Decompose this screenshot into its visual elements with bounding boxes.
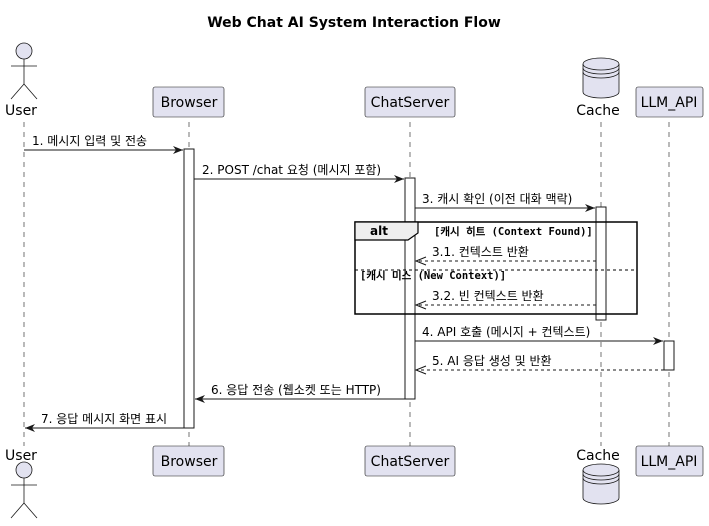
alt-condition-miss: [캐시 미스 (New Context)]: [360, 269, 506, 282]
participant-browser-label-bottom: Browser: [161, 454, 218, 470]
alt-fragment-box: [354, 221, 638, 315]
participant-chatserver-label: ChatServer: [371, 95, 450, 111]
user-actor-icon-bottom: [10, 461, 38, 519]
message-7-label: 7. 응답 메시지 화면 표시: [41, 412, 167, 426]
message-7-arrowhead: [25, 424, 35, 432]
message-3-2-label: 3.2. 빈 컨텍스트 반환: [432, 289, 544, 303]
user-actor-icon: [10, 42, 38, 100]
participant-cache-label-bottom: Cache: [576, 448, 620, 464]
message-6-label: 6. 응답 전송 (웹소켓 또는 HTTP): [211, 383, 381, 397]
participant-chatserver-box-bottom: [364, 445, 456, 477]
message-5-arrowhead: [414, 365, 427, 375]
activation-browser: [183, 148, 195, 429]
participant-chatserver-label-bottom: ChatServer: [371, 454, 450, 470]
diagram-title: Web Chat AI System Interaction Flow: [207, 15, 501, 31]
message-6-arrowhead: [195, 395, 205, 403]
alt-keyword: alt: [370, 224, 388, 238]
participant-browser-box-bottom: [152, 445, 225, 477]
alt-fragment-tab: [354, 221, 419, 241]
participant-user-label: User: [5, 103, 37, 119]
participant-browser-box: [152, 86, 225, 118]
alt-condition-hit: [캐시 히트 (Context Found)]: [434, 225, 593, 238]
message-2-label: 2. POST /chat 요청 (메시지 포함): [202, 163, 381, 177]
participant-llm-api-label-bottom: LLM_API: [641, 454, 698, 470]
participant-llm-api-label: LLM_API: [641, 95, 698, 111]
participant-llm-api-box: [635, 86, 704, 118]
participant-browser-label: Browser: [161, 95, 218, 111]
message-4-arrowhead: [653, 337, 663, 345]
message-3-arrowhead: [585, 204, 595, 212]
message-3-2-arrowhead: [414, 300, 427, 310]
participant-llm-api-box-bottom: [635, 445, 704, 477]
message-1-label: 1. 메시지 입력 및 전송: [32, 134, 147, 148]
participant-user-label-bottom: User: [5, 448, 37, 464]
cache-database-icon: [582, 57, 620, 99]
participant-cache-label: Cache: [576, 103, 620, 119]
activation-cache: [595, 206, 607, 321]
activation-llm-api: [663, 340, 675, 371]
message-3-label: 3. 캐시 확인 (이전 대화 맥락): [422, 192, 572, 206]
message-1-arrowhead: [173, 146, 183, 154]
message-5-label: 5. AI 응답 생성 및 반환: [432, 354, 552, 368]
message-3-1-label: 3.1. 컨텍스트 반환: [432, 245, 529, 259]
message-4-label: 4. API 호출 (메시지 + 컨텍스트): [422, 325, 590, 339]
message-2-arrowhead: [394, 175, 404, 183]
cache-database-icon-bottom: [582, 463, 620, 505]
participant-chatserver-box: [364, 86, 456, 118]
message-3-1-arrowhead: [414, 256, 427, 266]
activation-chatserver: [404, 177, 416, 400]
